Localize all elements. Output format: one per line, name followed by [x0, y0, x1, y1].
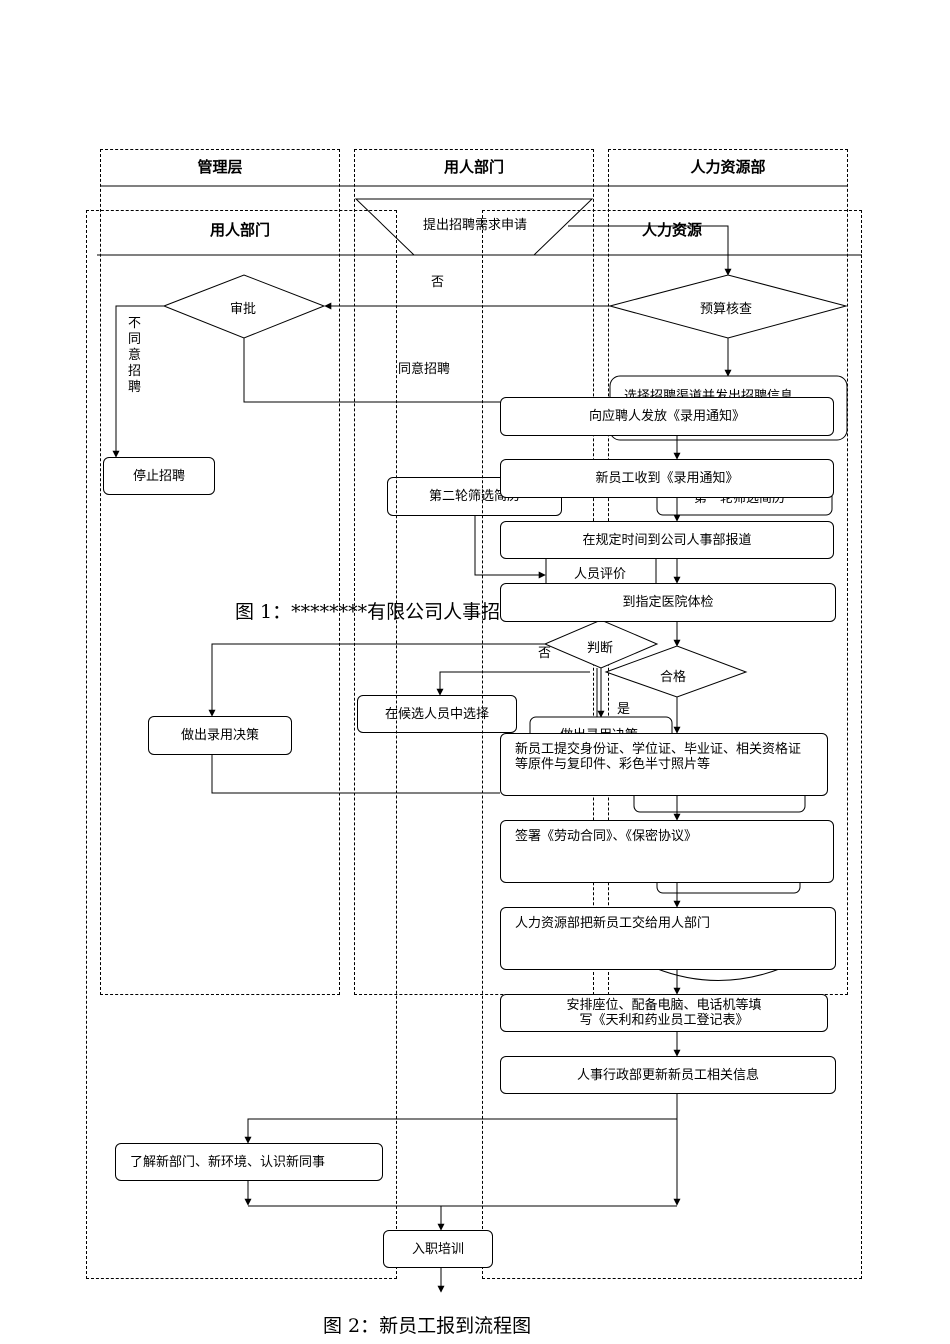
fig2-lane-hr: [482, 210, 862, 1279]
step-learn-department: 了解新部门、新环境、认识新同事: [115, 1143, 383, 1181]
qualified-shape: [604, 645, 748, 698]
disagree-label: 不同意招聘: [128, 316, 142, 395]
evaluate-label: 人员评价: [574, 567, 627, 582]
lane-title-management: 管理层: [197, 158, 243, 176]
qualified-label: 合格: [660, 670, 687, 685]
step-arrange-seat: 安排座位、配备电脑、电话机等填写《天利和药业员工登记表》: [500, 994, 828, 1032]
request-label: 提出招聘需求申请: [422, 218, 527, 233]
budget-label: 预算核查: [700, 302, 753, 317]
step-send-offer: 向应聘人发放《录用通知》: [500, 397, 834, 436]
approve-label: 审批: [230, 302, 257, 317]
step-update-info: 人事行政部更新新员工相关信息: [500, 1056, 836, 1094]
lane-title-hr: 人力资源部: [690, 158, 766, 176]
fig2-lane-title-dept: 用人部门: [209, 221, 270, 239]
lane-management: [100, 149, 340, 995]
lane-title-dept: 用人部门: [443, 158, 504, 176]
step-medical-exam: 到指定医院体检: [500, 583, 836, 622]
figure1-caption: 图 1：********有限公司人事招聘流程图: [235, 601, 577, 623]
step-sign-contract: 签署《劳动合同》、《保密协议》: [500, 820, 834, 883]
budget-shape: [608, 274, 848, 339]
fig2-lane-title-hr: 人力资源: [641, 221, 702, 239]
decision-mgmt-box: 做出录用决策: [148, 716, 292, 755]
yes-label: 是: [617, 702, 631, 717]
step-submit-documents: 新员工提交身份证、学位证、毕业证、相关资格证等原件与复印件、彩色半寸照片等: [500, 733, 828, 796]
step-orientation-training: 入职培训: [383, 1230, 493, 1268]
stop-recruiting-box: 停止招聘: [103, 457, 215, 495]
step-receive-offer: 新员工收到《录用通知》: [500, 459, 834, 498]
agree-label: 同意招聘: [398, 362, 451, 377]
step-handover-dept: 人力资源部把新员工交给用人部门: [500, 907, 836, 970]
figure2-caption: 图 2：新员工报到流程图: [323, 1315, 532, 1337]
approve-shape: [162, 274, 326, 339]
step-report-hr: 在规定时间到公司人事部报道: [500, 521, 834, 559]
fig2-lane-dept: [86, 210, 397, 1279]
judge-shape: [543, 619, 659, 669]
no2-label: 否: [538, 646, 552, 661]
choose-candidate-box: 在候选人员中选择: [357, 695, 517, 733]
no-label: 否: [431, 275, 445, 290]
judge-label: 判断: [587, 641, 614, 656]
